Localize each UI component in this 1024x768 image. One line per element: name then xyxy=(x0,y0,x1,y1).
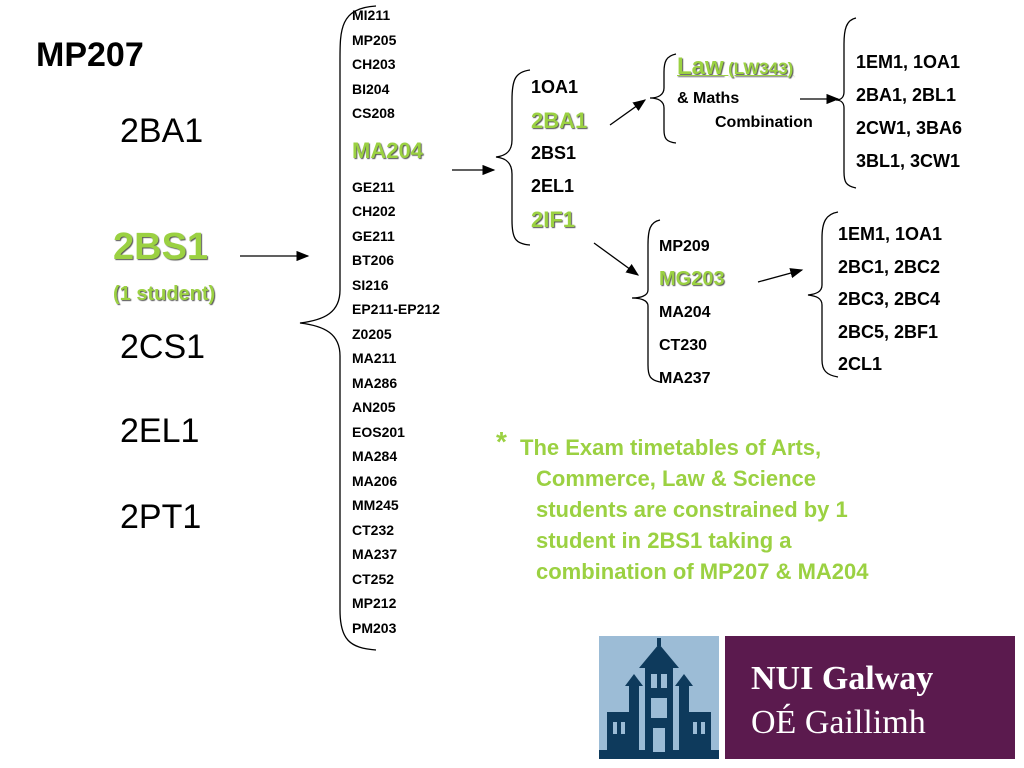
list-item: SI216 xyxy=(352,276,389,293)
list-item: BT206 xyxy=(352,252,395,268)
list-item: 2BS1 xyxy=(531,143,577,163)
list-item-highlight: 2BA1 xyxy=(531,108,588,133)
title-mp207: MP207 xyxy=(36,36,144,74)
list-item: MI211 xyxy=(352,7,391,23)
list-item: Z0205 xyxy=(352,325,392,342)
arrow-mg-groups xyxy=(757,268,804,283)
list-item-highlight: MG203 xyxy=(659,268,725,290)
group-2el1: 2EL1 xyxy=(120,412,200,450)
brace-law-groups xyxy=(835,17,857,189)
student-note: (1 student) xyxy=(113,283,216,305)
list-item: CS208 xyxy=(352,105,395,121)
list-item-highlight: 2IF1 xyxy=(531,207,576,232)
list-item: 2BC1, 2BC2 xyxy=(838,256,941,277)
list-item: GE211 xyxy=(352,178,395,195)
list-item: MA284 xyxy=(352,448,398,464)
list-item: CT230 xyxy=(659,337,708,354)
list-item: 1EM1, 1OA1 xyxy=(838,224,943,244)
list-item: MM245 xyxy=(352,497,399,513)
list-item: MA237 xyxy=(352,546,398,562)
brace-courses xyxy=(299,5,377,651)
note-line: combination of MP207 & MA204 xyxy=(536,559,869,584)
arrow-to-law xyxy=(609,99,647,126)
law-group-list: 1EM1, 1OA1 2BA1, 2BL1 2CW1, 3BA6 3BL1, 3… xyxy=(856,46,962,178)
list-item: 2BC5, 2BF1 xyxy=(838,321,939,342)
list-item: 2BC3, 2BC4 xyxy=(838,289,941,309)
tower-icon xyxy=(599,636,719,759)
list-item: 2CL1 xyxy=(838,354,883,374)
list-item: AN205 xyxy=(352,399,396,415)
logo-line2: OÉ Gaillimh xyxy=(751,704,926,741)
list-item-highlight: MA204 xyxy=(352,137,423,163)
group-list-2: 1OA1 2BA1 2BS1 2EL1 2IF1 xyxy=(531,71,587,236)
list-item: EP211-EP212 xyxy=(352,301,440,317)
note-text: The Exam timetables of Arts, Commerce, L… xyxy=(520,432,869,587)
list-item: MP212 xyxy=(352,595,397,611)
course-list: MI211 MP205 CH203 BI204 CS208 MA204 GE21… xyxy=(352,3,440,640)
list-item: CH202 xyxy=(352,203,396,219)
list-item: PM203 xyxy=(352,619,397,636)
list-item: BI204 xyxy=(352,80,390,97)
law-code: (LW343) xyxy=(728,59,794,78)
law-heading: Law (LW343) xyxy=(677,53,793,81)
list-item: EOS201 xyxy=(352,423,405,440)
group-2pt1: 2PT1 xyxy=(120,498,202,536)
group-2ba1: 2BA1 xyxy=(120,112,204,150)
note-line: student in 2BS1 taking a xyxy=(536,528,792,553)
law-line1: & Maths xyxy=(677,90,740,107)
list-item: 2CW1, 3BA6 xyxy=(856,118,963,138)
arrow-to-mg xyxy=(593,242,640,276)
list-item: MA237 xyxy=(659,370,711,387)
group-2bs1: 2BS1 xyxy=(113,226,209,268)
list-item: GE211 xyxy=(352,227,395,244)
brace-mg xyxy=(631,219,661,383)
logo-wordmark-panel: NUI Galway OÉ Gaillimh xyxy=(725,636,1015,759)
note-line: students are constrained by 1 xyxy=(536,497,848,522)
list-item: 2EL1 xyxy=(531,176,575,196)
list-item: CT232 xyxy=(352,521,395,538)
list-item: 3BL1, 3CW1 xyxy=(856,151,961,171)
note-star: * xyxy=(496,426,507,457)
brace-mg-groups xyxy=(807,211,839,378)
mg-group-list: 1EM1, 1OA1 2BC1, 2BC2 2BC3, 2BC4 2BC5, 2… xyxy=(838,218,942,381)
law-line2: Combination xyxy=(715,114,813,131)
list-item: MA286 xyxy=(352,374,398,391)
law-title: Law xyxy=(677,53,724,80)
brace-law xyxy=(649,53,677,144)
list-item: MA204 xyxy=(659,304,711,321)
note-line: The Exam timetables of Arts, xyxy=(520,435,822,460)
list-item: MP209 xyxy=(659,238,710,255)
list-item: 2BA1, 2BL1 xyxy=(856,85,957,105)
list-item: 1OA1 xyxy=(531,77,579,97)
brace-groups2 xyxy=(495,69,531,246)
list-item: 1EM1, 1OA1 xyxy=(856,52,961,72)
group-2cs1: 2CS1 xyxy=(120,328,206,366)
list-item: MP205 xyxy=(352,31,397,48)
list-item: MA206 xyxy=(352,472,398,489)
logo-line1: NUI Galway xyxy=(751,660,934,697)
list-item: CH203 xyxy=(352,56,396,72)
nui-galway-logo: NUI Galway OÉ Gaillimh xyxy=(599,636,1015,759)
note-line: Commerce, Law & Science xyxy=(536,466,817,491)
list-item: MA211 xyxy=(352,350,397,366)
mg-course-list: MP209 MG203 MA204 CT230 MA237 xyxy=(659,230,725,395)
list-item: CT252 xyxy=(352,570,395,587)
